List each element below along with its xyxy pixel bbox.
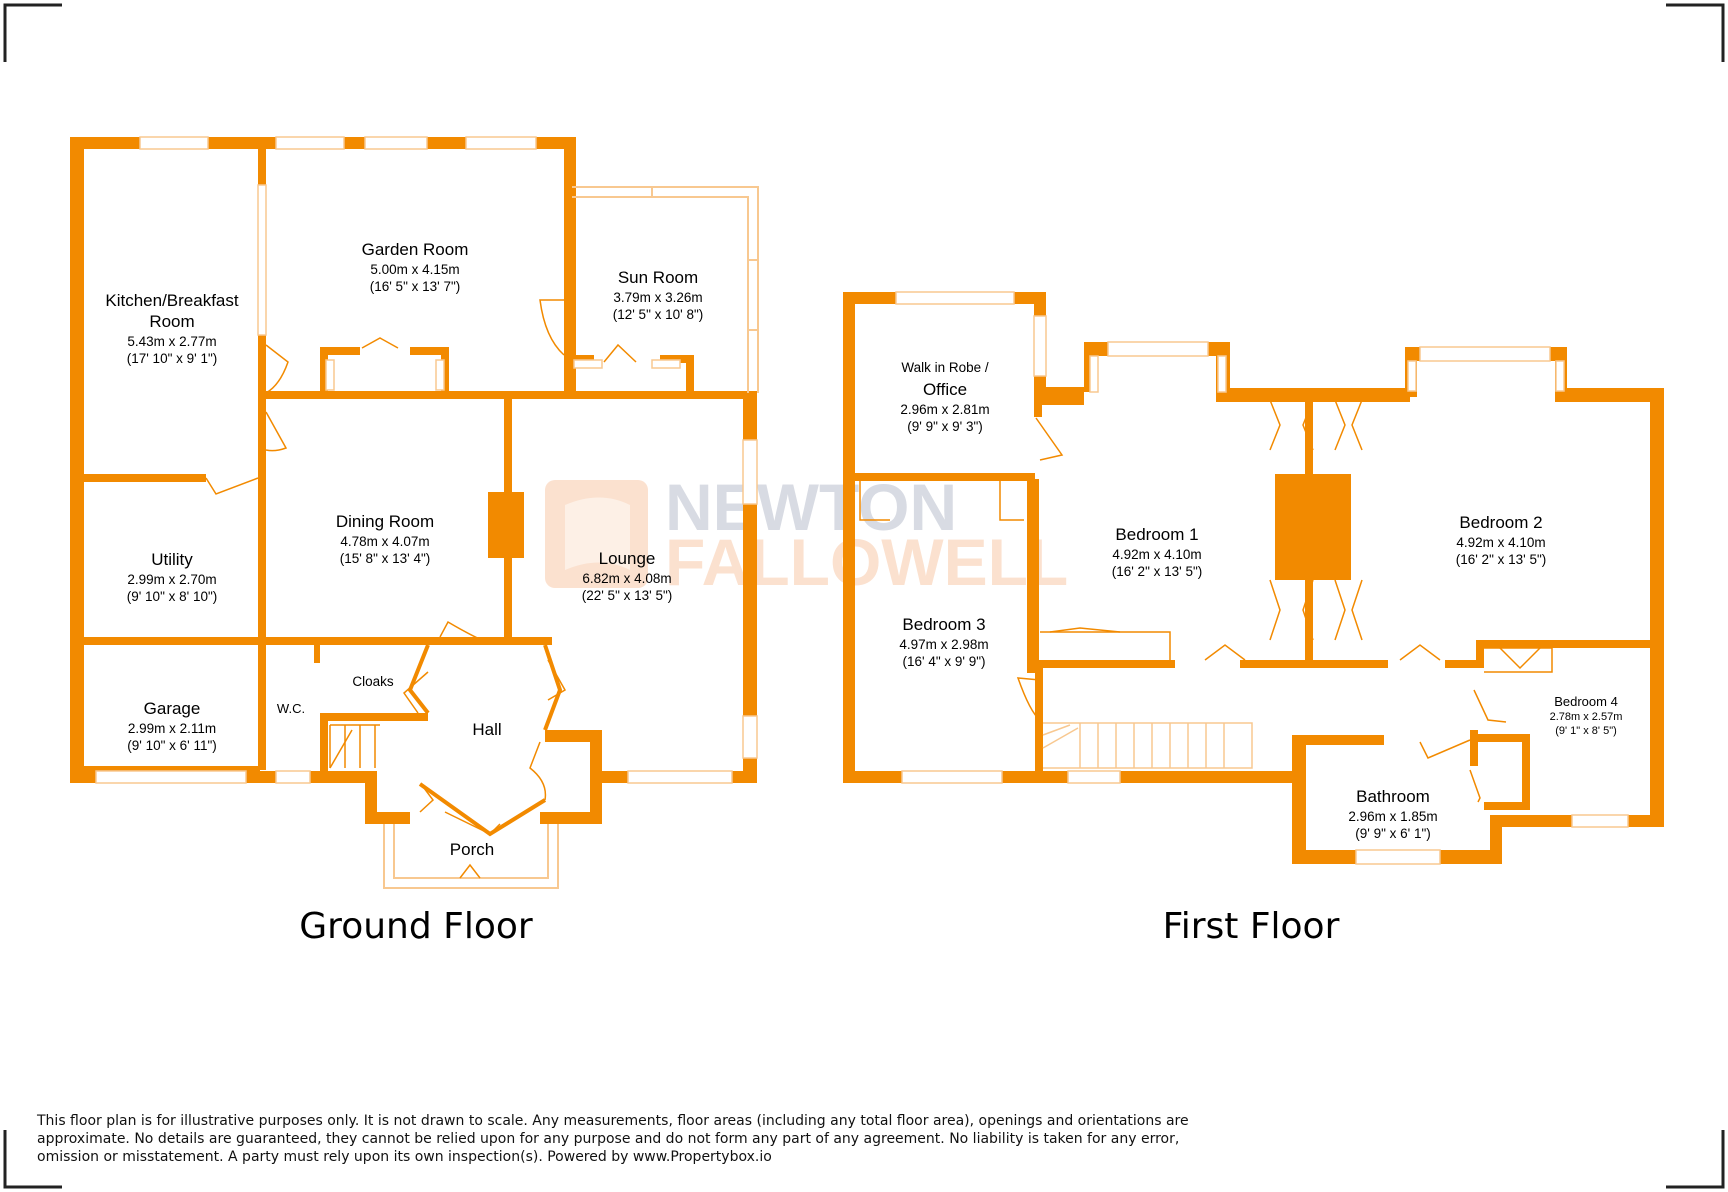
room-name: Office (923, 380, 967, 399)
room-robe-office: Walk in Robe / Office 2.96m x 2.81m (9' … (900, 360, 989, 434)
room-name: Walk in Robe / (901, 360, 989, 375)
disclaimer-text: This floor plan is for illustrative purp… (37, 1113, 1189, 1165)
room-metric: 2.99m x 2.11m (128, 721, 216, 736)
room-dining: Dining Room 4.78m x 4.07m (15' 8" x 13' … (336, 512, 434, 566)
room-metric: 2.78m x 2.57m (1550, 711, 1623, 723)
sun-room-frame (572, 186, 759, 393)
room-imperial: (9' 1" x 8' 5") (1555, 725, 1617, 737)
room-utility: Utility 2.99m x 2.70m (9' 10" x 8' 10") (127, 550, 218, 604)
room-metric: 4.92m x 4.10m (1456, 535, 1545, 550)
room-kitchen: Kitchen/Breakfast Room 5.43m x 2.77m (17… (105, 291, 239, 366)
first-floor-title: First Floor (1163, 906, 1340, 947)
room-metric: 3.79m x 3.26m (613, 290, 702, 305)
room-name: Garden Room (362, 240, 469, 259)
room-porch: Porch (450, 840, 494, 859)
room-name: Hall (472, 720, 501, 739)
porch-frame (383, 824, 559, 889)
room-metric: 5.00m x 4.15m (370, 262, 459, 277)
room-imperial: (16' 5" x 13' 7") (370, 279, 461, 294)
room-name: Bathroom (1356, 787, 1430, 806)
ground-floor-title: Ground Floor (299, 906, 533, 947)
room-name: Garage (144, 699, 201, 718)
room-metric: 4.78m x 4.07m (340, 534, 429, 549)
room-name: Bedroom 1 (1115, 525, 1198, 544)
room-name: Bedroom 4 (1554, 694, 1618, 709)
room-metric: 5.43m x 2.77m (127, 334, 216, 349)
room-imperial: (9' 9" x 6' 1") (1355, 826, 1431, 841)
room-metric: 2.96m x 1.85m (1348, 809, 1437, 824)
room-imperial: (22' 5" x 13' 5") (582, 588, 673, 603)
room-metric: 2.99m x 2.70m (127, 572, 216, 587)
room-name: Room (149, 312, 194, 331)
room-name: W.C. (277, 701, 305, 716)
room-bedroom-3: Bedroom 3 4.97m x 2.98m (16' 4" x 9' 9") (899, 615, 988, 669)
room-name: Porch (450, 840, 494, 859)
room-bedroom-2: Bedroom 2 4.92m x 4.10m (16' 2" x 13' 5"… (1456, 513, 1547, 567)
first-floor-stairs (1042, 722, 1253, 769)
corner-marks (3, 3, 1725, 1189)
room-name: Dining Room (336, 512, 434, 531)
room-metric: 4.92m x 4.10m (1112, 547, 1201, 562)
room-imperial: (9' 10" x 6' 11") (127, 738, 217, 753)
room-garden: Garden Room 5.00m x 4.15m (16' 5" x 13' … (362, 240, 469, 294)
room-wc: W.C. (277, 701, 305, 716)
room-metric: 2.96m x 2.81m (900, 402, 989, 417)
room-imperial: (15' 8" x 13' 4") (340, 551, 431, 566)
room-metric: 4.97m x 2.98m (899, 637, 988, 652)
watermark-line2: FALLOWELL (665, 525, 1068, 599)
room-imperial: (9' 9" x 9' 3") (907, 419, 983, 434)
room-imperial: (16' 2" x 13' 5") (1112, 564, 1203, 579)
room-cloaks: Cloaks (352, 674, 394, 689)
watermark-line1: NEWTON (665, 470, 957, 544)
room-imperial: (16' 2" x 13' 5") (1456, 552, 1547, 567)
room-hall: Hall (472, 720, 501, 739)
room-name: Sun Room (618, 268, 698, 287)
room-bedroom-1: Bedroom 1 4.92m x 4.10m (16' 2" x 13' 5"… (1112, 525, 1203, 579)
first-floor-windows (895, 291, 1629, 865)
room-imperial: (17' 10" x 9' 1") (127, 351, 218, 366)
ground-floor-windows (95, 136, 758, 784)
room-imperial: (16' 4" x 9' 9") (902, 654, 985, 669)
hall-walls (407, 644, 563, 837)
watermark: NEWTON FALLOWELL (545, 470, 1068, 599)
room-name: Kitchen/Breakfast (105, 291, 239, 310)
room-imperial: (9' 10" x 8' 10") (127, 589, 218, 604)
first-floor-doors (859, 399, 1553, 803)
room-metric: 6.82m x 4.08m (582, 571, 671, 586)
room-garage: Garage 2.99m x 2.11m (9' 10" x 6' 11") (127, 699, 217, 753)
watermark-logo-mark (565, 497, 630, 570)
room-imperial: (12' 5" x 10' 8") (613, 307, 704, 322)
room-name: Cloaks (352, 674, 394, 689)
room-bathroom: Bathroom 2.96m x 1.85m (9' 9" x 6' 1") (1348, 787, 1437, 841)
room-lounge: Lounge 6.82m x 4.08m (22' 5" x 13' 5") (582, 549, 673, 603)
room-name: Utility (151, 550, 193, 569)
room-name: Bedroom 2 (1459, 513, 1542, 532)
room-bedroom-4: Bedroom 4 2.78m x 2.57m (9' 1" x 8' 5") (1550, 694, 1623, 737)
room-name: Bedroom 3 (902, 615, 985, 634)
room-name: Lounge (599, 549, 656, 568)
room-sun: Sun Room 3.79m x 3.26m (12' 5" x 10' 8") (613, 268, 704, 322)
